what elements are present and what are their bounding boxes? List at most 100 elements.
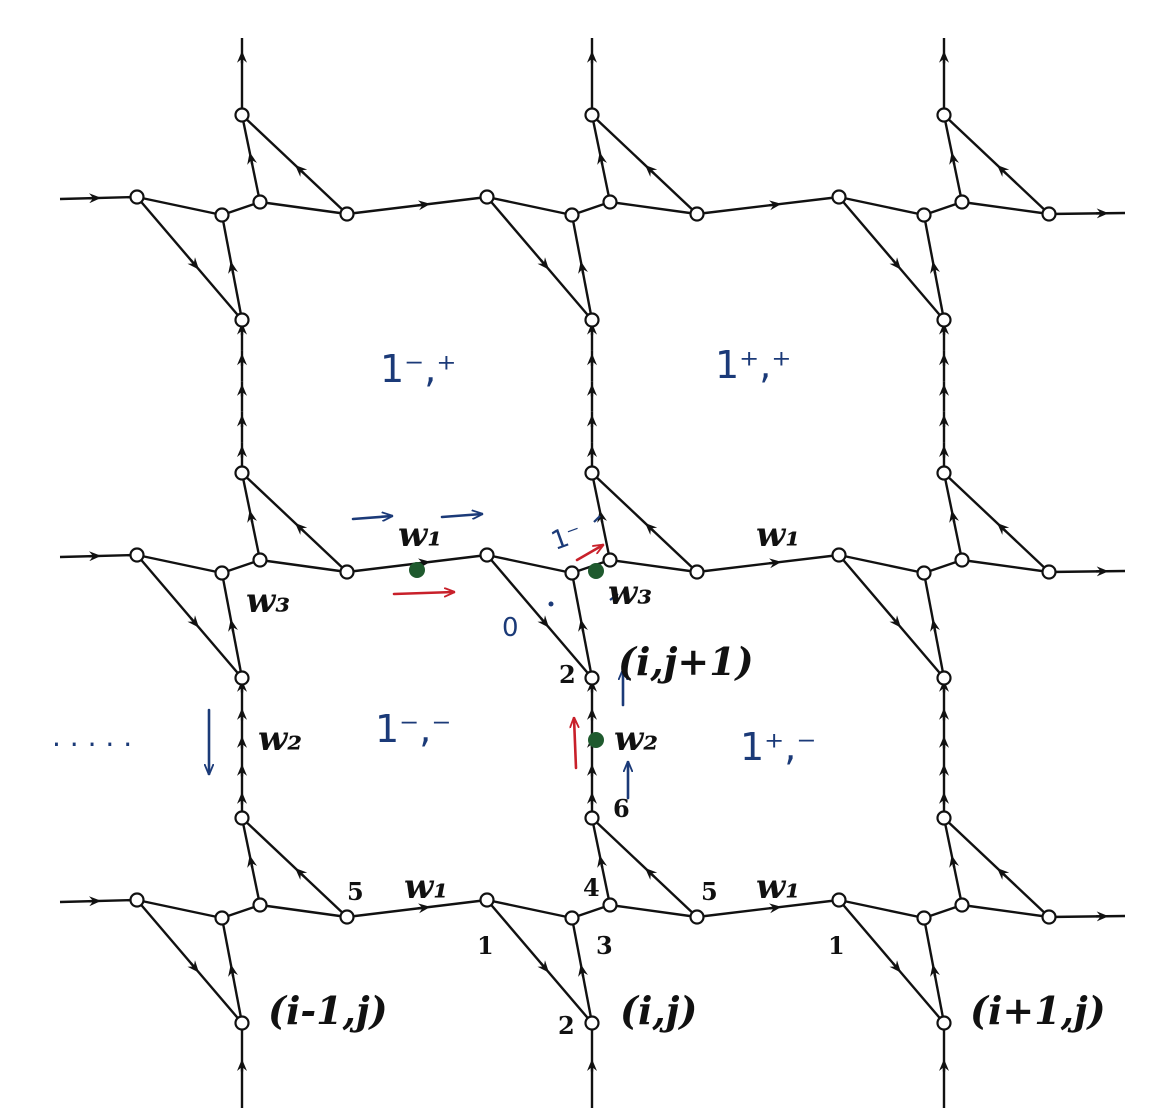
graph-node <box>234 312 250 328</box>
hand-dotted-line: . . . . . <box>52 720 132 753</box>
edge-direction-arrow <box>295 522 308 535</box>
edge-direction-arrow <box>597 510 608 523</box>
graph-edge <box>696 195 840 216</box>
graph-node <box>602 897 618 913</box>
node-layer <box>129 107 1057 1031</box>
graph-node <box>564 565 580 581</box>
edge-direction-arrow <box>295 867 308 880</box>
graph-node <box>689 206 705 222</box>
coord-label-i-j: (i,j) <box>620 988 697 1033</box>
graph-edge <box>943 114 1050 215</box>
edge-direction-arrow <box>537 615 549 628</box>
edge-direction-arrow <box>228 964 238 977</box>
graph-node <box>129 189 145 205</box>
hand-arrow-red <box>575 545 603 562</box>
edge-direction-arrow <box>997 522 1010 535</box>
graph-node <box>831 892 847 908</box>
graph-node <box>1041 564 1057 580</box>
graph-node <box>936 107 952 123</box>
edge-direction-arrow <box>768 558 782 569</box>
graph-node <box>831 189 847 205</box>
edge-direction-arrow <box>997 867 1010 880</box>
port-number-5: 5 <box>701 877 718 906</box>
graph-node <box>936 1015 952 1031</box>
weight-w1-label: w₁ <box>404 867 448 907</box>
graph-edge <box>838 195 925 217</box>
graph-node <box>916 207 932 223</box>
coord-label-i-minus-1-j: (i-1,j) <box>268 988 388 1033</box>
port-number-4: 4 <box>583 873 600 902</box>
hand-arrow-red <box>574 716 576 770</box>
hand-dot <box>548 601 554 607</box>
edge-direction-arrow <box>228 261 238 274</box>
edge-direction-arrow <box>578 619 588 632</box>
graph-edge <box>241 817 348 918</box>
graph-edge <box>1048 569 1126 574</box>
graph-edge <box>609 200 698 216</box>
graph-edge <box>259 558 348 574</box>
graph-edge <box>259 200 348 216</box>
graph-edge <box>943 472 1050 573</box>
graph-node <box>252 552 268 568</box>
edge-direction-arrow <box>889 257 901 270</box>
edge-direction-arrow <box>889 960 901 973</box>
graph-node <box>479 892 495 908</box>
port-number-2: 2 <box>559 660 576 689</box>
graph-node <box>339 564 355 580</box>
marked-vertex-dot <box>588 732 604 748</box>
graph-edge <box>486 553 573 575</box>
graph-node <box>234 465 250 481</box>
marked-vertex-dot <box>588 563 604 579</box>
graph-node <box>564 207 580 223</box>
weight-w3-label: w₃ <box>246 581 290 621</box>
graph-node <box>129 892 145 908</box>
graph-node <box>339 909 355 925</box>
graph-node <box>479 189 495 205</box>
edge-direction-arrow <box>997 164 1010 177</box>
weight-w2-label: w₂ <box>614 719 658 759</box>
graph-edge <box>136 195 223 217</box>
graph-node <box>339 206 355 222</box>
graph-edge <box>486 195 573 217</box>
hand-tick <box>593 515 601 523</box>
graph-node <box>1041 206 1057 222</box>
edge-direction-arrow <box>187 257 199 270</box>
hand-one-label: 1⁻ <box>547 518 586 557</box>
weight-w1-label: w₁ <box>756 515 800 555</box>
graph-node <box>602 194 618 210</box>
edge-direction-arrow <box>578 261 588 274</box>
port-number-5: 5 <box>347 877 364 906</box>
graph-node <box>214 565 230 581</box>
graph-edge <box>609 903 698 919</box>
graph-node <box>954 897 970 913</box>
graph-edge <box>591 472 698 573</box>
graph-edge <box>59 195 138 201</box>
graph-node <box>234 1015 250 1031</box>
graph-node <box>936 670 952 686</box>
edge-direction-arrow <box>597 152 608 165</box>
port-number-1: 1 <box>477 931 494 960</box>
graph-node <box>936 465 952 481</box>
graph-node <box>689 564 705 580</box>
graph-edge <box>591 817 698 918</box>
edge-direction-arrow <box>578 964 588 977</box>
face-label-top-right: 1⁺,⁺ <box>715 343 791 387</box>
edge-direction-arrow <box>417 903 431 914</box>
graph-edge <box>136 898 223 920</box>
graph-node <box>936 810 952 826</box>
edge-direction-arrow <box>768 903 782 914</box>
graph-edge <box>838 898 925 920</box>
graph-edge <box>259 903 348 919</box>
weight-w1-label: w₁ <box>398 515 442 555</box>
edge-direction-arrow <box>187 615 199 628</box>
graph-node <box>479 547 495 563</box>
graph-edge <box>59 898 138 904</box>
graph-node <box>954 552 970 568</box>
hand-arrow-blue <box>440 514 484 517</box>
edge-direction-arrow <box>768 200 782 211</box>
graph-edge <box>696 553 840 574</box>
face-label-top-left: 1⁻,⁺ <box>380 347 456 391</box>
graph-node <box>584 465 600 481</box>
coord-label-i-plus-1-j: (i+1,j) <box>970 988 1106 1033</box>
